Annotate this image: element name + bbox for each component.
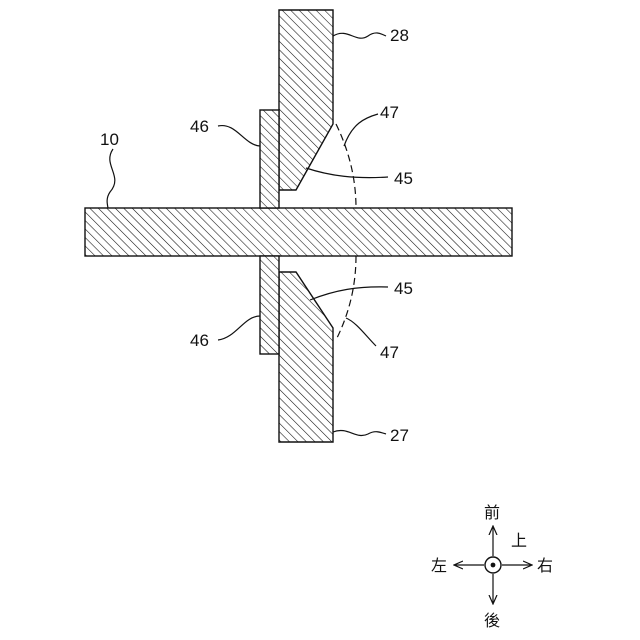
- leader-45-upper: [306, 168, 388, 178]
- label-46-upper: 46: [190, 117, 209, 136]
- leader-10: [107, 149, 115, 208]
- label-47-upper: 47: [380, 103, 399, 122]
- leader-47-upper: [344, 114, 378, 146]
- label-10: 10: [100, 130, 119, 149]
- leader-46-lower: [218, 316, 260, 340]
- leader-47-lower: [346, 318, 376, 346]
- upper-plate-46: [260, 110, 279, 208]
- compass-left: 左: [431, 556, 447, 575]
- upper-dashed-curve-47: [336, 124, 356, 208]
- label-47-lower: 47: [380, 343, 399, 362]
- leader-28: [333, 33, 386, 38]
- direction-compass: 前 後 左 右 上: [431, 503, 553, 630]
- leader-27: [333, 430, 386, 435]
- label-46-lower: 46: [190, 331, 209, 350]
- compass-up: 上: [511, 531, 527, 550]
- leader-45-lower: [310, 287, 388, 300]
- compass-front: 前: [484, 503, 500, 522]
- label-45-lower: 45: [394, 279, 413, 298]
- label-45-upper: 45: [394, 169, 413, 188]
- compass-right: 右: [537, 556, 553, 575]
- horizontal-member-10: [85, 208, 512, 256]
- lower-plate-46: [260, 256, 279, 354]
- out-of-plane-dot-icon: [491, 563, 496, 568]
- leader-46-upper: [218, 126, 260, 146]
- label-28: 28: [390, 26, 409, 45]
- upper-member-28: [279, 10, 333, 190]
- compass-back: 後: [484, 611, 500, 630]
- label-27: 27: [390, 426, 409, 445]
- lower-member-27: [279, 272, 333, 442]
- lower-dashed-curve-47: [336, 256, 356, 340]
